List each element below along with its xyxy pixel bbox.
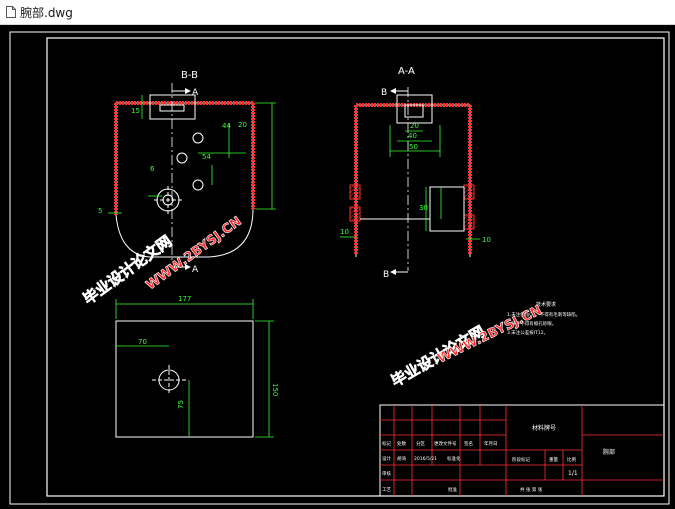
tb-r3-c1: 审核 xyxy=(382,470,391,477)
cut-label-b-bottom: B xyxy=(383,270,389,280)
view-aa-title: A-A xyxy=(398,66,415,77)
notes-line-2: 2.铸件不得有缩孔砂眼。 xyxy=(507,320,556,327)
dim-aa-20: 20 xyxy=(410,122,419,130)
tb-r4-c1: 工艺 xyxy=(382,487,391,493)
inner-border xyxy=(46,37,665,497)
view-aa: A-A B B xyxy=(340,66,491,280)
view-bb: B-B A A xyxy=(98,70,276,275)
tb-scale: 1/1 xyxy=(568,470,578,477)
tb-r2-c4: 标准化 xyxy=(447,455,461,462)
watermarks: 毕业设计论文网 WWW.2BYSJ.CN 毕业设计论文网 WWW.2BYSJ.C… xyxy=(79,214,544,391)
tb-r2-c2: 胡涛 xyxy=(397,455,406,462)
notes-heading: 技术要求 xyxy=(536,301,556,308)
window-title: 腕部.dwg xyxy=(20,5,73,20)
tb-r1-c2: 处数 xyxy=(397,440,406,447)
dim-bb-5: 5 xyxy=(98,207,102,215)
dim-bb-20: 20 xyxy=(238,121,247,129)
dim-bb-6: 6 xyxy=(150,165,155,173)
view-bb-title: B-B xyxy=(181,70,198,81)
dim-plan-70: 70 xyxy=(138,338,147,346)
dim-aa-30: 30 xyxy=(419,204,428,212)
tb-material: 材料牌号 xyxy=(532,424,556,432)
dim-aa-40: 40 xyxy=(408,132,417,140)
outer-border xyxy=(9,31,670,505)
title-block: 标记 处数 分区 更改文件号 签名 年月日 设计 胡涛 2016/5/21 标准… xyxy=(379,404,665,497)
document-icon xyxy=(6,6,16,18)
notes-line-3: 3.未注公差按IT12。 xyxy=(507,329,548,336)
tb-r1-c4: 更改文件号 xyxy=(434,440,457,447)
tb-sheet: 共 张 第 张 xyxy=(520,486,543,493)
dim-aa-10-right: 10 xyxy=(482,236,491,244)
technical-notes: 技术要求 1.未注倒角C1，不得有毛刺等缺陷。 2.铸件不得有缩孔砂眼。 3.未… xyxy=(507,301,580,336)
dim-plan-177: 177 xyxy=(178,295,191,303)
tb-r1-c1: 标记 xyxy=(382,440,391,447)
tb-r4-c2: 批准 xyxy=(448,486,457,493)
cad-viewport[interactable]: B-B A A xyxy=(0,25,675,509)
tb-r1-c5: 签名 xyxy=(464,440,473,447)
tb-r1-c6: 年月日 xyxy=(484,440,498,447)
dim-plan-75: 75 xyxy=(177,400,185,409)
dim-bb-54: 54 xyxy=(202,153,211,161)
cut-label-a-top: A xyxy=(192,88,199,98)
tb-r2-c3: 2016/5/21 xyxy=(414,456,437,462)
cut-label-b-top: B xyxy=(381,88,387,98)
dim-bb-44: 44 xyxy=(222,122,231,130)
window-titlebar: 腕部.dwg xyxy=(0,0,675,25)
dim-plan-150: 150 xyxy=(271,383,279,396)
tb-r2-c1: 设计 xyxy=(382,455,391,462)
dim-aa-50: 50 xyxy=(409,143,418,151)
tb-right-3: 比例 xyxy=(567,456,576,463)
drawing-canvas[interactable]: B-B A A xyxy=(0,25,675,509)
tb-right-2: 重量 xyxy=(549,456,558,463)
tb-drawing-name: 腕部 xyxy=(603,448,615,456)
cut-label-a-bottom: A xyxy=(192,265,199,275)
tb-right-1: 阶段标记 xyxy=(512,456,530,463)
notes-line-1: 1.未注倒角C1，不得有毛刺等缺陷。 xyxy=(507,311,580,318)
tb-r1-c3: 分区 xyxy=(416,440,425,447)
dim-aa-10-left: 10 xyxy=(340,228,349,236)
plan-view: 177 70 150 75 xyxy=(115,295,279,438)
dim-bb-15: 15 xyxy=(131,107,140,115)
